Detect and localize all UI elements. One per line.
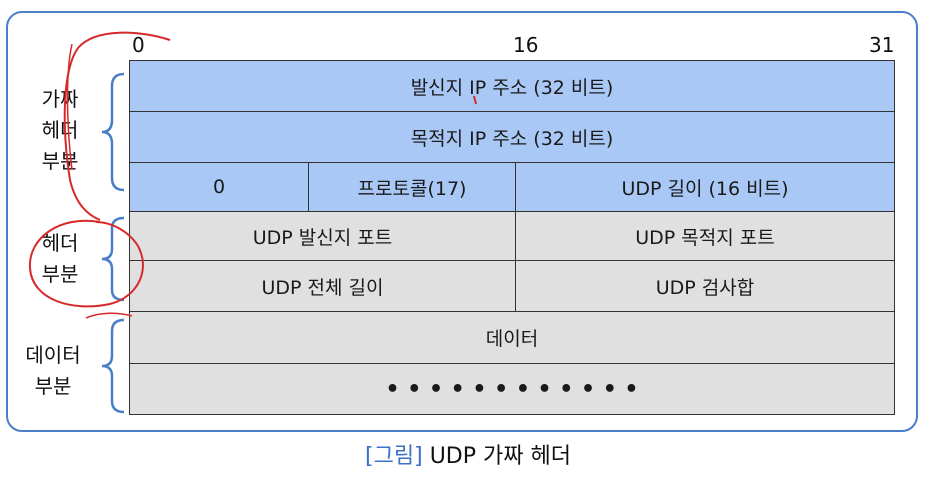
checksum-field: UDP 검사합	[516, 261, 895, 312]
data-brace-icon	[101, 318, 125, 414]
protocol-field: 프로토콜(17)	[309, 163, 516, 212]
pseudo-header-label: 가짜 헤더 부분	[36, 84, 84, 177]
header-label: 헤더 부분	[36, 228, 84, 290]
zero-field: 0	[129, 163, 309, 212]
header-brace-icon	[101, 216, 125, 302]
header-row-length-checksum: UDP 전체 길이 UDP 검사합	[129, 261, 895, 312]
pseudo-label-line3: 부분	[41, 149, 79, 173]
dst-ip-field: 목적지 IP 주소 (32 비트)	[129, 112, 895, 163]
figure-caption: [그림] UDP 가짜 헤더	[0, 438, 936, 470]
src-port-field: UDP 발신지 포트	[129, 212, 516, 261]
caption-text: UDP 가짜 헤더	[429, 444, 571, 469]
pseudo-row-protocol: 0 프로토콜(17) UDP 길이 (16 비트)	[129, 163, 895, 212]
caption-tag: [그림]	[365, 444, 423, 469]
data-label-line2: 부분	[34, 374, 72, 398]
pseudo-row-src-ip: 발신지 IP 주소 (32 비트)	[129, 60, 895, 112]
total-length-field: UDP 전체 길이	[129, 261, 516, 312]
dst-port-field: UDP 목적지 포트	[516, 212, 895, 261]
pseudo-brace-icon	[101, 72, 125, 192]
bit-label-end: 31	[869, 33, 895, 57]
bit-label-middle: 16	[513, 33, 539, 57]
bit-label-start: 0	[132, 33, 145, 57]
data-row-continued: • • • • • • • • • • • •	[129, 364, 895, 415]
data-label: 데이터 부분	[18, 340, 88, 402]
header-label-line2: 부분	[41, 262, 79, 286]
pseudo-label-line1: 가짜	[41, 87, 79, 111]
data-row: 데이터	[129, 312, 895, 364]
data-label-line1: 데이터	[25, 343, 81, 367]
pseudo-label-line2: 헤더	[41, 118, 79, 142]
header-label-line1: 헤더	[41, 231, 79, 255]
src-ip-field: 발신지 IP 주소 (32 비트)	[129, 60, 895, 112]
udp-length-field: UDP 길이 (16 비트)	[516, 163, 895, 212]
ellipsis-field: • • • • • • • • • • • •	[129, 364, 895, 415]
pseudo-row-dst-ip: 목적지 IP 주소 (32 비트)	[129, 112, 895, 163]
header-row-ports: UDP 발신지 포트 UDP 목적지 포트	[129, 212, 895, 261]
data-field: 데이터	[129, 312, 895, 364]
